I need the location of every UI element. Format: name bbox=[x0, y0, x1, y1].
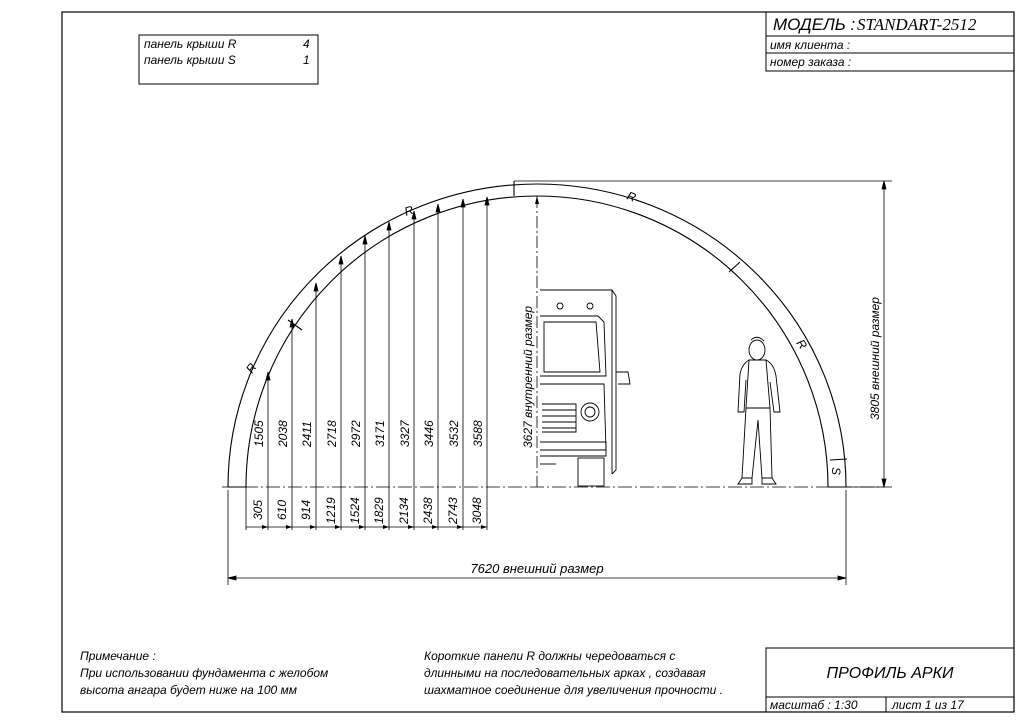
note-line: Примечание : bbox=[80, 649, 156, 663]
inner-height-label: 3627 внутренний размер bbox=[521, 306, 535, 448]
height-label: 3171 bbox=[373, 420, 387, 447]
height-dimensions bbox=[245, 196, 490, 530]
offset-label: 1219 bbox=[324, 497, 338, 524]
offset-label: 914 bbox=[299, 500, 313, 520]
offset-label: 305 bbox=[251, 500, 265, 520]
model-label: МОДЕЛЬ : bbox=[773, 15, 856, 34]
offset-label: 1829 bbox=[372, 497, 386, 524]
offset-label: 2134 bbox=[397, 497, 411, 525]
drawing-title: ПРОФИЛЬ АРКИ bbox=[827, 665, 954, 682]
arch-outer bbox=[227, 183, 847, 488]
height-label: 3588 bbox=[471, 420, 485, 447]
width-dimension bbox=[227, 490, 847, 585]
height-label: 3327 bbox=[398, 419, 412, 447]
note-line: Короткие панели R должны чередоваться с bbox=[424, 649, 676, 663]
person-illustration bbox=[737, 336, 781, 485]
panels-table bbox=[138, 34, 319, 85]
offset-label: 2743 bbox=[446, 497, 460, 525]
note-line: При использовании фундамента с желобом bbox=[80, 666, 329, 680]
offset-ticks bbox=[262, 525, 487, 529]
scale-label: масштаб : 1:30 bbox=[770, 698, 858, 712]
sheet-label: лист 1 из 17 bbox=[891, 698, 965, 712]
panel-joint bbox=[287, 319, 303, 331]
order-label: номер заказа : bbox=[770, 55, 851, 69]
width-label: 7620 внешний размер bbox=[470, 561, 603, 576]
height-label: 2038 bbox=[276, 420, 290, 448]
note-line: длинными на последовательных арках , соз… bbox=[424, 666, 706, 680]
drawing-border bbox=[61, 11, 1015, 713]
note-line: шахматное соединение для увеличения проч… bbox=[424, 683, 723, 697]
note-line: высота ангара будет ниже на 100 мм bbox=[80, 683, 298, 697]
height-label: 1505 bbox=[252, 420, 266, 447]
panel-label: R bbox=[625, 189, 638, 205]
panel-joint bbox=[728, 261, 741, 273]
offset-label: 610 bbox=[275, 500, 289, 520]
panel-row-qty: 4 bbox=[303, 37, 310, 51]
panel-label: S bbox=[829, 467, 843, 475]
height-labels: 1505 2038 2411 2718 2972 3171 3327 3446 … bbox=[252, 419, 485, 448]
offset-labels: 305 610 914 1219 1524 1829 2134 2438 274… bbox=[251, 497, 484, 525]
truck-illustration bbox=[540, 289, 631, 487]
panel-row-name: панель крыши S bbox=[144, 53, 236, 67]
height-label: 2411 bbox=[300, 421, 314, 448]
offset-label: 1524 bbox=[348, 497, 362, 524]
outer-height-dimension bbox=[514, 180, 892, 488]
panels-note: Короткие панели R должны чередоваться с … bbox=[424, 648, 723, 699]
outer-height-label: 3805 внешний размер bbox=[868, 297, 882, 420]
panel-joint bbox=[829, 458, 848, 461]
title-block bbox=[765, 11, 1015, 72]
center-arrow bbox=[535, 196, 539, 204]
offset-label: 3048 bbox=[470, 497, 484, 524]
client-label: имя клиента : bbox=[770, 38, 850, 52]
panel-label: R bbox=[794, 337, 811, 352]
panel-label: R bbox=[243, 360, 260, 375]
height-label: 2718 bbox=[325, 420, 339, 448]
foundation-note: Примечание : При использовании фундамент… bbox=[80, 648, 328, 699]
height-label: 3532 bbox=[447, 420, 461, 447]
height-label: 2972 bbox=[349, 420, 363, 448]
arch bbox=[227, 181, 848, 488]
panel-row-qty: 1 bbox=[303, 53, 310, 67]
panel-row-name: панель крыши R bbox=[144, 37, 237, 51]
model-value: STANDART-2512 bbox=[857, 15, 977, 34]
offset-label: 2438 bbox=[421, 497, 435, 525]
height-label: 3446 bbox=[422, 420, 436, 447]
footer-block bbox=[765, 647, 1015, 713]
